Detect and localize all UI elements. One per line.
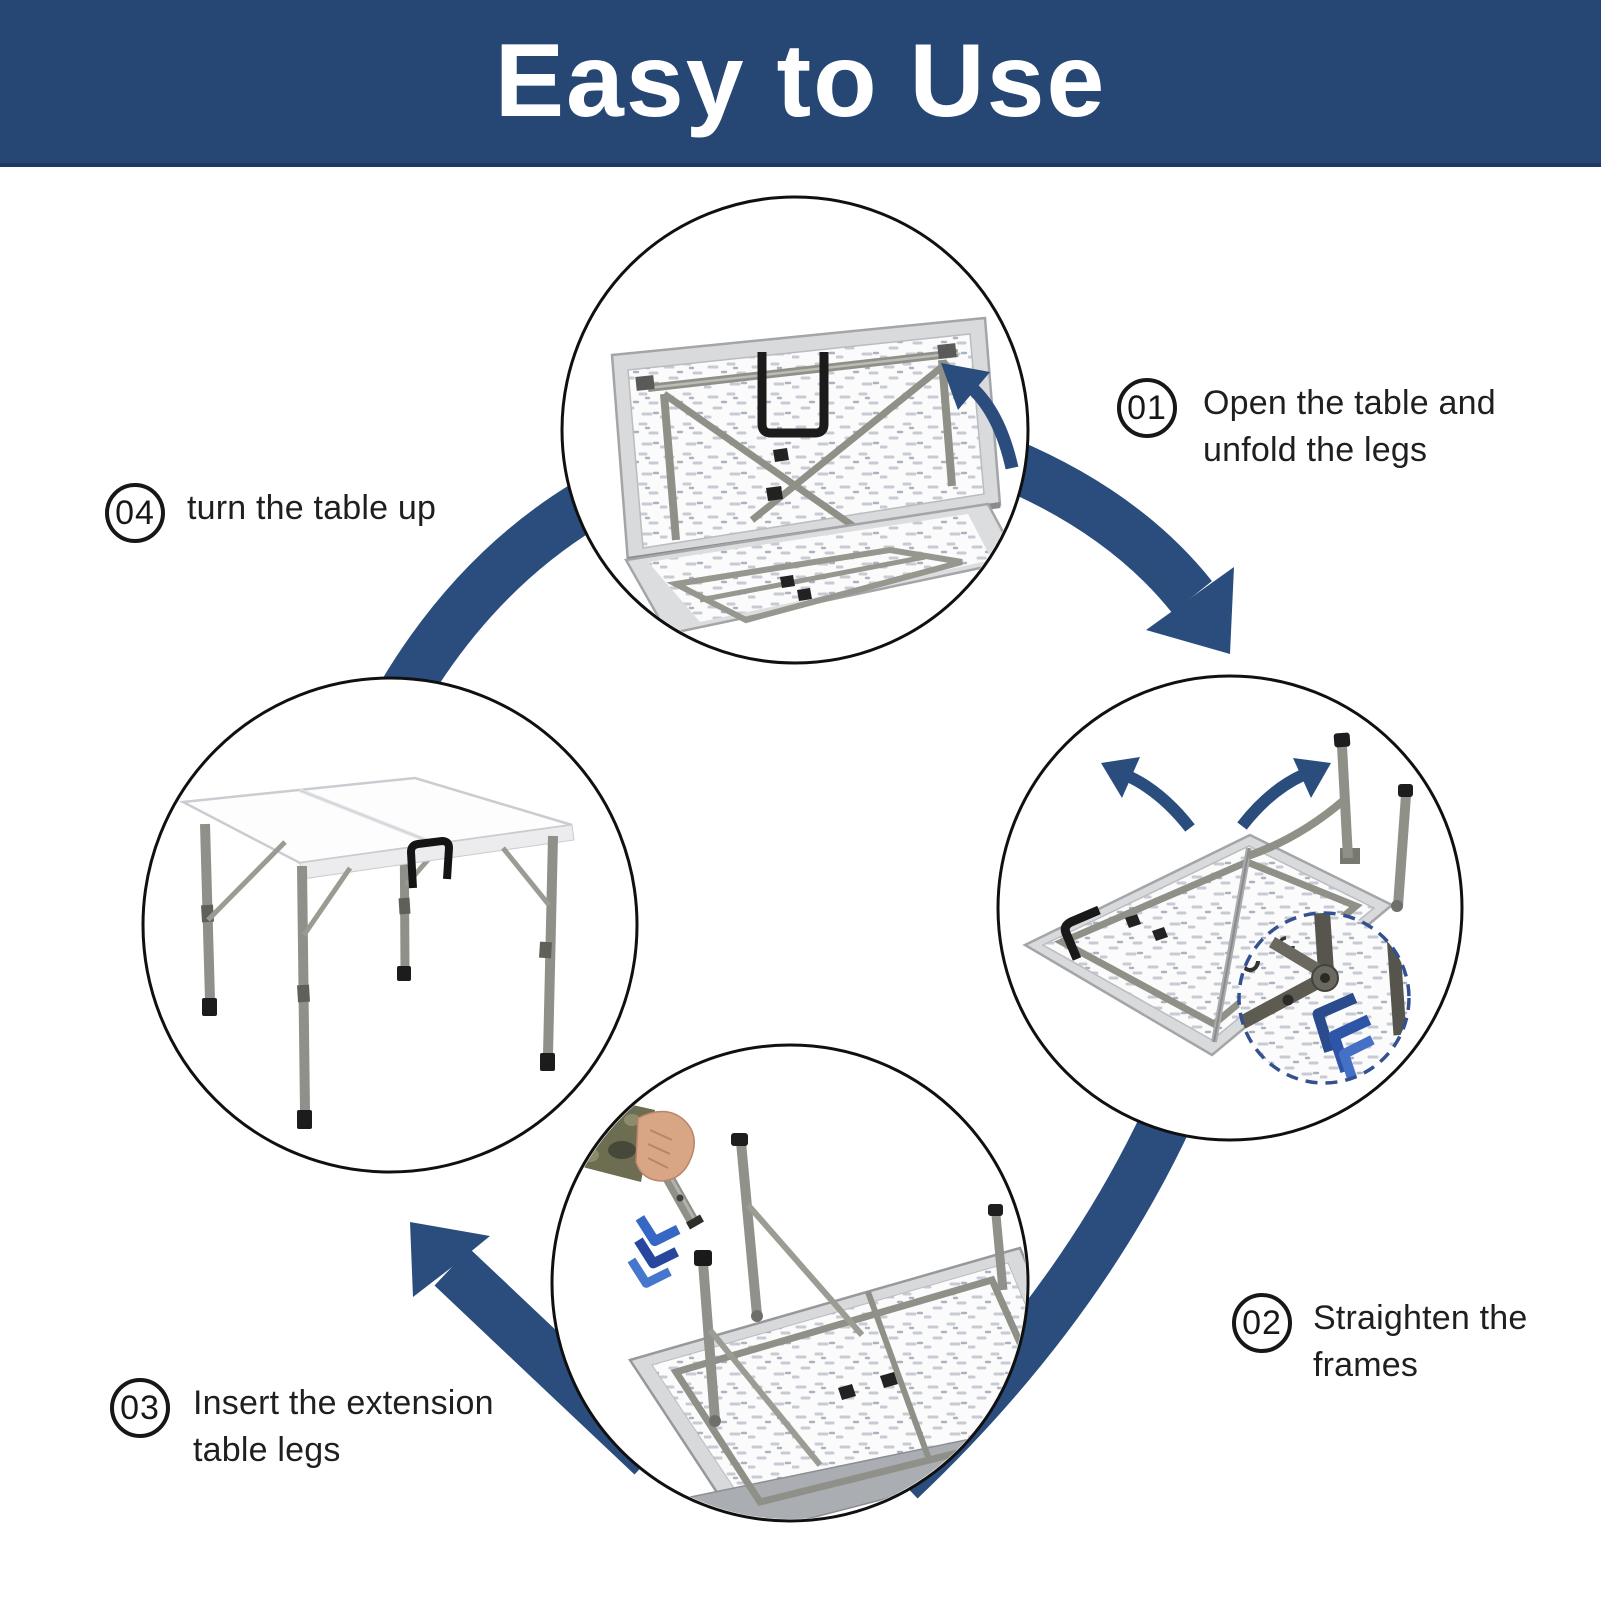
step1-photo [560,195,1030,665]
carry-handle [757,352,829,438]
step-01-label: Open the table and unfold the legs [1203,384,1496,469]
step-01-badge: 01 [1117,378,1177,438]
step3-photo [550,1043,1030,1523]
step-03-badge: 03 [110,1378,170,1438]
step-04-number: 04 [115,493,155,532]
standing-extension-leg [1391,784,1413,912]
step-02: 02 Straighten the frames [1232,1293,1573,1389]
rotate-open-arrow [941,363,1019,470]
step2-photo [996,674,1464,1142]
unfold-left-arrow [1101,757,1195,832]
hinge-bracket-magnifier [1237,911,1411,1085]
flow-band-step4-to-step1 [373,484,598,719]
step-04-label: turn the table up [187,489,437,527]
scene-table-flat-underside [1022,732,1413,1085]
step-02-label: Straighten the frames [1313,1299,1528,1384]
step4-photo [141,676,639,1174]
photo-circle-4 [143,678,637,1172]
step-03-number: 03 [120,1388,160,1427]
scene-folded-table-open [610,316,1020,636]
step-01-number: 01 [1127,388,1167,427]
step-01: 01 Open the table and unfold the legs [1117,378,1505,474]
step-03: 03 Insert the extension table legs [110,1378,515,1474]
step-02-number: 02 [1242,1303,1282,1342]
carry-handle [1060,905,1101,961]
step-04-badge: 04 [105,483,165,543]
page-title: Easy to Use [494,23,1107,139]
header-banner: Easy to Use [0,0,1601,167]
unfold-right-arrow [1237,758,1331,830]
magnifier-chevrons [1312,992,1375,1083]
insert-chevrons [627,1215,681,1288]
step-03-label: Insert the extension table legs [193,1384,494,1469]
carry-handle [406,836,454,889]
scene-assembled-table [178,776,575,1129]
step-02-badge: 02 [1232,1293,1292,1353]
step-04: 04 turn the table up [105,483,607,543]
raised-leg-frame [1246,732,1360,864]
